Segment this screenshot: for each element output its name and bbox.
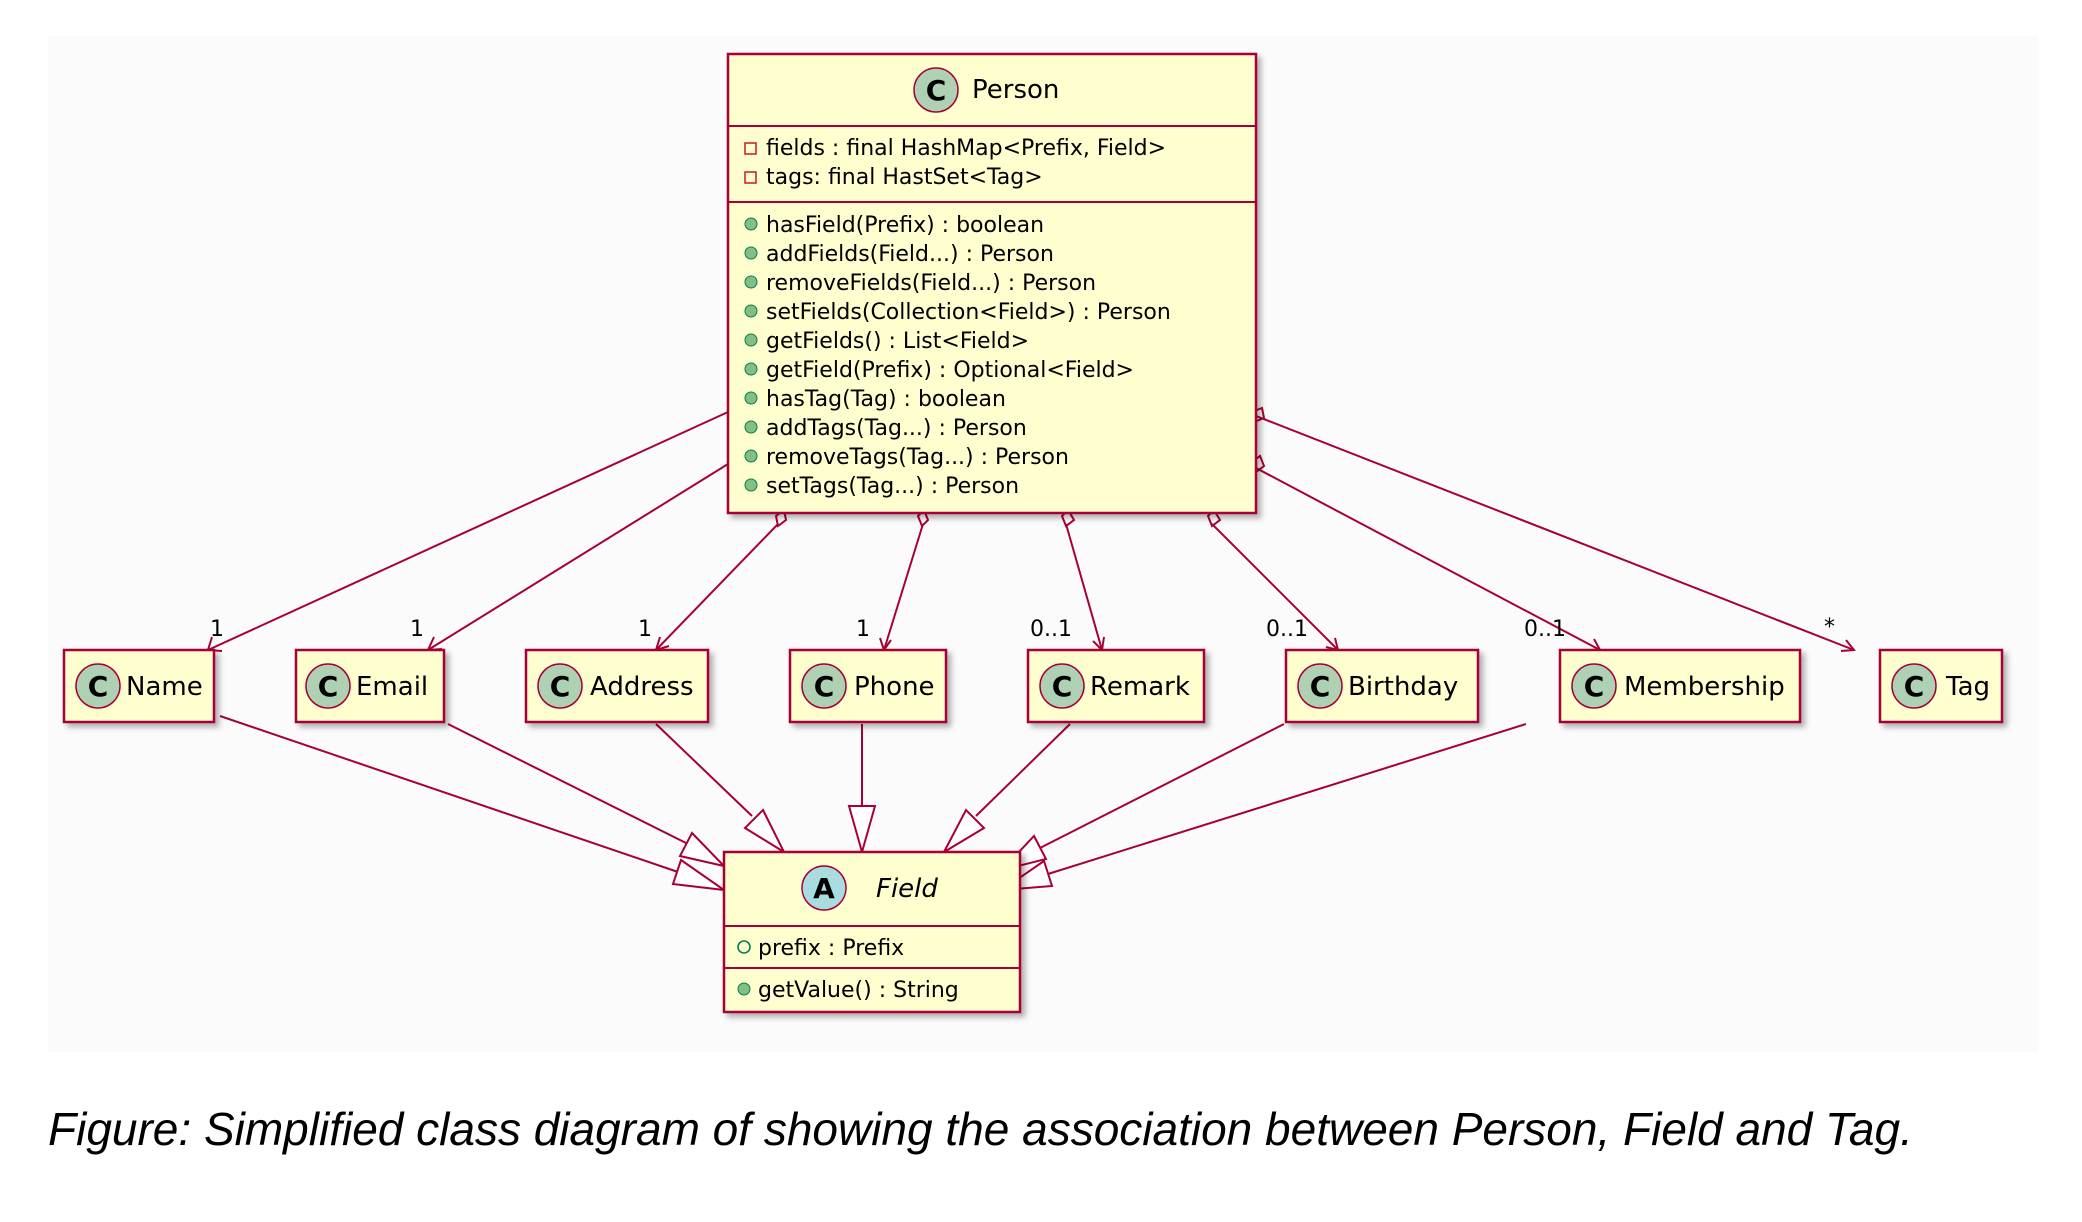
class-title: Membership <box>1624 672 1785 702</box>
abstract-badge-letter: A <box>813 872 835 905</box>
edge-person-phone <box>879 508 930 653</box>
public-method-icon <box>744 217 758 231</box>
person-method: hasTag(Tag) : boolean <box>766 387 1006 412</box>
person-method: setFields(Collection<Field>) : Person <box>766 300 1171 325</box>
public-method-icon <box>744 246 758 260</box>
protected-field-icon <box>737 940 751 954</box>
class-badge-icon <box>75 663 121 709</box>
class-badge-letter: C <box>550 670 571 703</box>
class-title: Email <box>356 672 428 702</box>
person-class: C Person fields : final HashMap<Prefix, … <box>726 52 1258 515</box>
edge-person-name <box>206 404 745 652</box>
person-methods: hasField(Prefix) : boolean addFields(Fie… <box>744 213 1171 499</box>
person-method: addFields(Field...) : Person <box>766 242 1054 267</box>
class-phone: C Phone <box>788 648 948 724</box>
class-badge-icon <box>1039 663 1085 709</box>
public-method-icon <box>744 362 758 376</box>
class-address: C Address <box>524 648 710 724</box>
abstract-badge-icon <box>801 865 847 911</box>
class-badge-letter: C <box>1052 670 1073 703</box>
class-tag: C Tag <box>1878 648 2004 724</box>
class-badge-icon <box>1891 663 1937 709</box>
private-field-icon <box>744 142 757 155</box>
public-method-icon <box>744 304 758 318</box>
field-abstract-class: A Field prefix : Prefix getValue() : Str… <box>722 850 1022 1014</box>
field-title: Field <box>876 874 938 904</box>
field-method: getValue() : String <box>758 978 959 1003</box>
gen-address-field <box>655 723 787 855</box>
class-badge-letter: C <box>926 74 947 107</box>
person-field: fields : final HashMap<Prefix, Field> <box>766 136 1166 161</box>
class-badge-icon <box>537 663 583 709</box>
public-method-icon <box>744 449 758 463</box>
person-method: removeTags(Tag...) : Person <box>766 445 1069 470</box>
private-field-icon <box>744 171 757 184</box>
field-attribute: prefix : Prefix <box>758 936 904 961</box>
figure-caption: Figure: Simplified class diagram of show… <box>48 1103 1913 1155</box>
gen-birthday-field <box>998 723 1285 872</box>
class-badge-letter: C <box>1310 670 1331 703</box>
person-method: setTags(Tag...) : Person <box>766 474 1019 499</box>
class-title: Name <box>126 672 203 702</box>
class-diagram: 1 1 1 1 0..1 0..1 0..1 * C Person fields… <box>48 36 2038 1052</box>
multiplicity-remark: 0..1 <box>1030 617 1072 642</box>
person-method: removeFields(Field...) : Person <box>766 271 1096 296</box>
multiplicity-address: 1 <box>638 617 652 642</box>
multiplicity-membership: 0..1 <box>1524 617 1566 642</box>
gen-phone-field <box>847 724 877 856</box>
class-membership: C Membership <box>1558 648 1802 724</box>
class-badge-icon <box>305 663 351 709</box>
person-method: hasField(Prefix) : boolean <box>766 213 1044 238</box>
class-badge-icon <box>801 663 847 709</box>
edge-person-address <box>654 508 788 652</box>
class-title: Remark <box>1090 672 1190 702</box>
edge-person-tag <box>1250 406 1856 652</box>
class-badge-icon <box>1571 663 1617 709</box>
multiplicity-tag: * <box>1824 615 1835 640</box>
class-title: Address <box>590 672 694 702</box>
public-method-icon <box>744 478 758 492</box>
public-method-icon <box>744 391 758 405</box>
multiplicity-labels: 1 1 1 1 0..1 0..1 0..1 * <box>210 615 1835 642</box>
gen-name-field <box>219 715 725 891</box>
person-title: Person <box>972 75 1059 105</box>
class-badge-icon <box>913 67 959 113</box>
class-badge-letter: C <box>814 670 835 703</box>
class-badge-letter: C <box>318 670 339 703</box>
class-name: C Name <box>62 648 216 724</box>
class-birthday: C Birthday <box>1284 648 1480 724</box>
multiplicity-birthday: 0..1 <box>1266 617 1308 642</box>
class-badge-letter: C <box>1584 670 1605 703</box>
multiplicity-email: 1 <box>410 617 424 642</box>
multiplicity-phone: 1 <box>856 617 870 642</box>
gen-remark-field <box>941 723 1071 855</box>
edge-person-email <box>426 454 743 652</box>
public-method-icon <box>744 333 758 347</box>
class-badge-letter: C <box>88 670 109 703</box>
public-method-icon <box>744 275 758 289</box>
person-fields: fields : final HashMap<Prefix, Field> ta… <box>744 136 1166 190</box>
class-title: Phone <box>854 672 935 702</box>
class-title: Tag <box>1945 672 1990 702</box>
public-method-icon <box>737 982 751 996</box>
class-badge-icon <box>1297 663 1343 709</box>
class-email: C Email <box>294 648 446 724</box>
person-method: getFields() : List<Field> <box>766 329 1029 354</box>
public-method-icon <box>744 420 758 434</box>
class-remark: C Remark <box>1026 648 1206 724</box>
person-method: getField(Prefix) : Optional<Field> <box>766 358 1134 383</box>
person-field: tags: final HastSet<Tag> <box>766 165 1043 190</box>
gen-membership-field <box>998 723 1527 892</box>
person-method: addTags(Tag...) : Person <box>766 416 1027 441</box>
class-badge-letter: C <box>1904 670 1925 703</box>
gen-email-field <box>447 723 728 868</box>
multiplicity-name: 1 <box>210 617 224 642</box>
class-title: Birthday <box>1348 672 1458 702</box>
